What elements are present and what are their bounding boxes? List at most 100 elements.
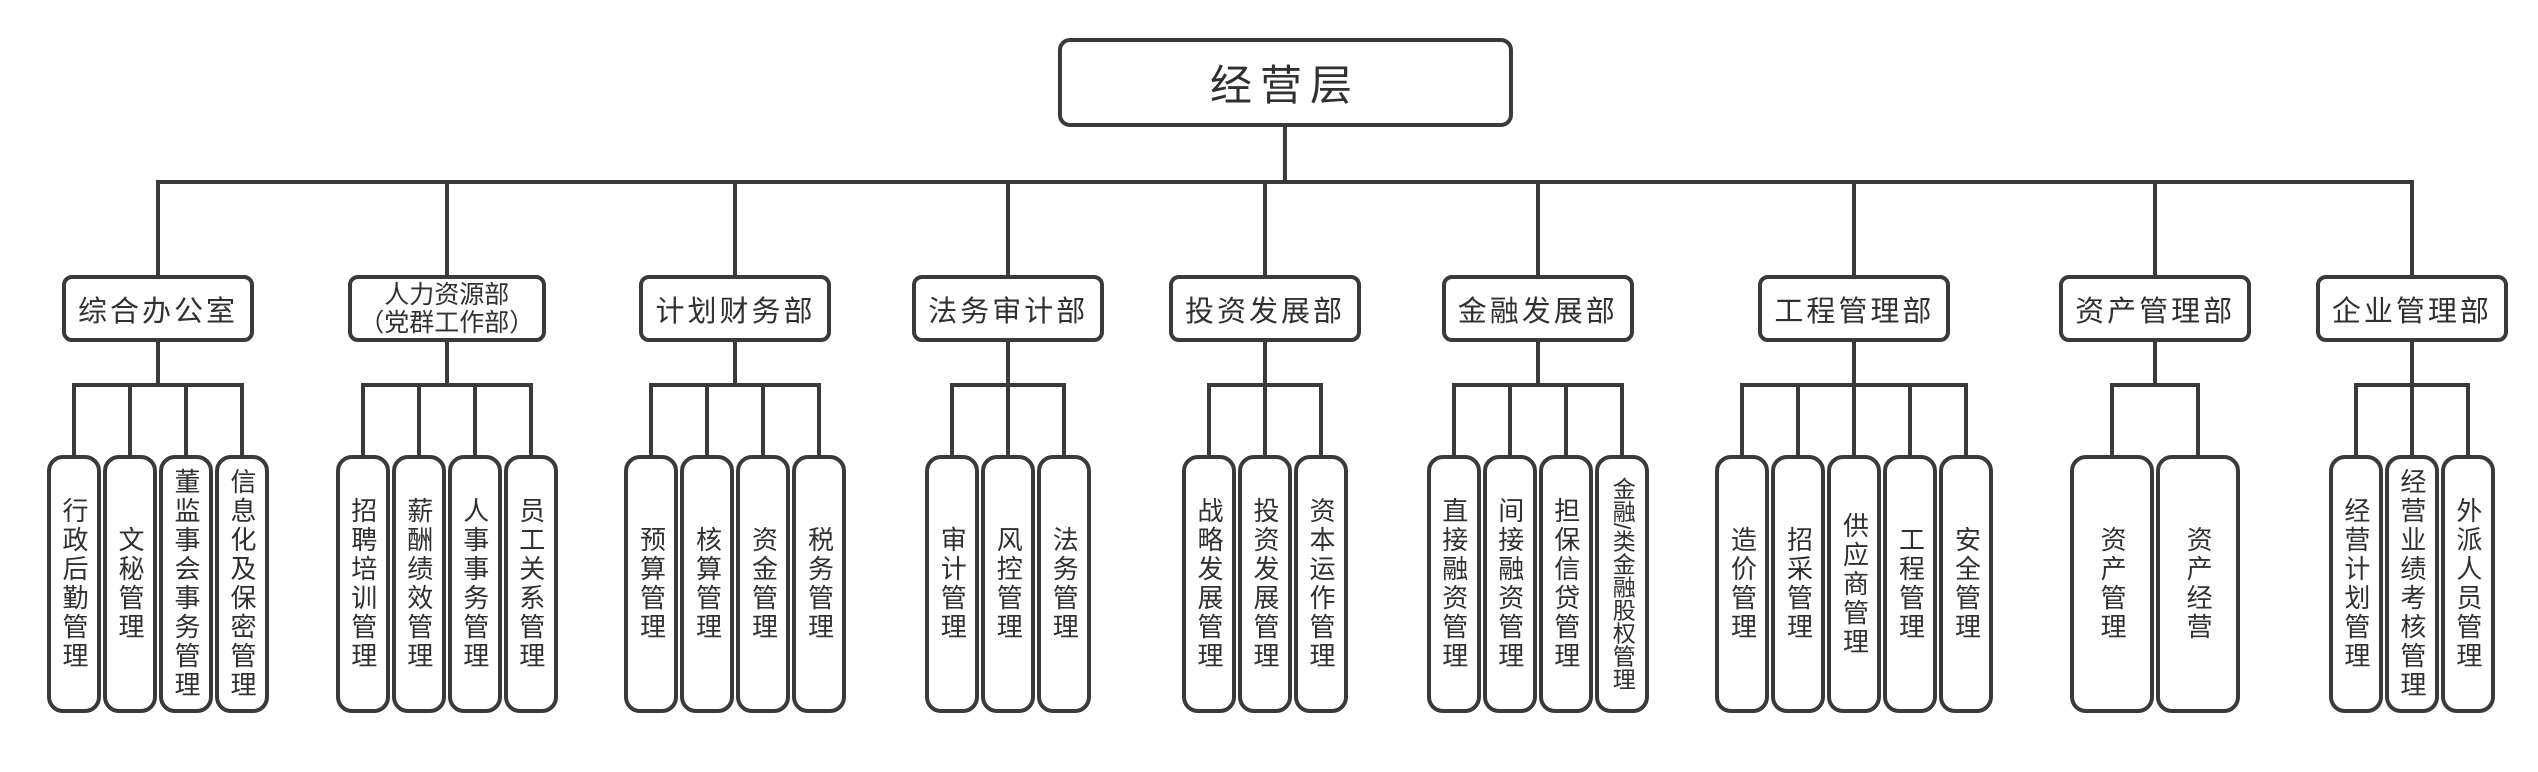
function-node-label: 供应商管理 (1839, 511, 1870, 657)
function-node: 担保信贷管理 (1538, 455, 1593, 713)
child-connector-wrap: 法务管理 (1036, 383, 1092, 713)
department-node-label: 计划财务部 (655, 295, 816, 328)
department-node: 企业管理部 (2315, 275, 2508, 342)
function-node: 资金管理 (736, 455, 791, 713)
function-node-label: 经营业绩考核管理 (2396, 468, 2427, 700)
department-node-label: 工程管理部 (1774, 295, 1935, 328)
department-drop-connector (156, 180, 160, 275)
function-node-label: 资产经营 (2183, 526, 2214, 642)
function-node-label: 招聘培训管理 (347, 497, 378, 671)
children-row: 战略发展管理投资发展管理资本运作管理 (1181, 383, 1349, 713)
function-node-label: 员工关系管理 (515, 497, 546, 671)
function-node-label: 信息化及保密管理 (227, 468, 257, 700)
child-connector-wrap: 文秘管理 (102, 383, 158, 713)
department-node-label: 资产管理部 (2075, 295, 2236, 328)
department-node: 法务审计部 (912, 275, 1105, 342)
child-connector-wrap: 人事事务管理 (446, 383, 503, 713)
function-node-label: 担保信贷管理 (1550, 497, 1581, 671)
child-connector-wrap: 造价管理 (1714, 383, 1771, 713)
child-connector-wrap: 薪酬绩效管理 (390, 383, 447, 713)
function-node: 审计管理 (925, 455, 980, 713)
org-group: 投资发展部战略发展管理投资发展管理资本运作管理 (1168, 180, 1361, 713)
function-node-label: 战略发展管理 (1193, 497, 1224, 671)
child-connector-wrap: 担保信贷管理 (1537, 383, 1594, 713)
function-node: 招聘培训管理 (335, 455, 390, 713)
function-node: 工程管理 (1883, 455, 1938, 713)
function-node-label: 安全管理 (1951, 526, 1982, 642)
department-stem-connector (1006, 342, 1011, 383)
function-node-label: 预算管理 (636, 526, 667, 642)
child-connector-wrap: 行政后勤管理 (46, 383, 102, 713)
function-node: 信息化及保密管理 (215, 455, 269, 713)
function-node: 间接融资管理 (1482, 455, 1537, 713)
function-node: 战略发展管理 (1181, 455, 1236, 713)
function-node-label: 投资发展管理 (1249, 497, 1280, 671)
root-node: 经营层 (1057, 38, 1513, 127)
child-connector-wrap: 安全管理 (1938, 383, 1994, 713)
function-node-label: 行政后勤管理 (59, 497, 89, 671)
function-node-label: 核算管理 (692, 526, 723, 642)
department-node: 投资发展部 (1168, 275, 1361, 342)
org-group: 企业管理部经营计划管理经营业绩考核管理外派人员管理 (2315, 180, 2508, 713)
function-node: 外派人员管理 (2440, 455, 2495, 713)
root-stem-connector (1282, 127, 1287, 180)
department-drop-connector (733, 180, 738, 275)
child-connector-wrap: 风控管理 (980, 383, 1037, 713)
function-node: 员工关系管理 (503, 455, 558, 713)
function-node-label: 外派人员管理 (2452, 497, 2483, 671)
function-node-label: 金融/类金融股权管理 (1609, 477, 1636, 691)
function-node: 供应商管理 (1827, 455, 1882, 713)
function-node: 风控管理 (981, 455, 1036, 713)
function-node-label: 经营计划管理 (2340, 497, 2371, 671)
child-connector-wrap: 董监事会事务管理 (158, 383, 214, 713)
function-node: 经营业绩考核管理 (2384, 455, 2439, 713)
function-node: 安全管理 (1939, 455, 1994, 713)
department-groups: 综合办公室行政后勤管理文秘管理董监事会事务管理信息化及保密管理人力资源部（党群工… (46, 180, 2508, 713)
child-connector-wrap: 供应商管理 (1826, 383, 1883, 713)
function-node: 投资发展管理 (1237, 455, 1292, 713)
child-connector-wrap: 战略发展管理 (1181, 383, 1237, 713)
department-node: 综合办公室 (61, 275, 254, 342)
org-group: 综合办公室行政后勤管理文秘管理董监事会事务管理信息化及保密管理 (46, 180, 270, 713)
children-row: 招聘培训管理薪酬绩效管理人事事务管理员工关系管理 (335, 383, 559, 713)
root-node-label: 经营层 (1209, 62, 1360, 109)
department-node: 计划财务部 (639, 275, 832, 342)
function-node-label: 直接融资管理 (1438, 497, 1469, 671)
child-connector-wrap: 审计管理 (924, 383, 981, 713)
department-drop-connector (1262, 180, 1267, 275)
function-node: 人事事务管理 (447, 455, 502, 713)
child-connector-wrap: 金融/类金融股权管理 (1593, 383, 1650, 713)
department-stem-connector (1535, 342, 1540, 383)
function-node-label: 薪酬绩效管理 (403, 497, 434, 671)
department-node: 资产管理部 (2059, 275, 2252, 342)
department-drop-connector (2409, 180, 2414, 275)
org-group: 工程管理部造价管理招采管理供应商管理工程管理安全管理 (1714, 180, 1994, 713)
function-node-label: 招采管理 (1783, 526, 1814, 642)
function-node: 法务管理 (1037, 455, 1092, 713)
child-connector-wrap: 招采管理 (1770, 383, 1827, 713)
child-connector-wrap: 资产管理 (2069, 383, 2156, 713)
department-node-label: 投资发展部 (1184, 295, 1345, 328)
child-connector-wrap: 信息化及保密管理 (214, 383, 270, 713)
department-stem-connector (1262, 342, 1267, 383)
function-node: 文秘管理 (103, 455, 157, 713)
function-node: 招采管理 (1771, 455, 1826, 713)
department-drop-connector (444, 180, 449, 275)
child-connector-wrap: 资金管理 (735, 383, 792, 713)
function-node: 直接融资管理 (1426, 455, 1481, 713)
function-node: 金融/类金融股权管理 (1594, 455, 1649, 713)
department-drop-connector (2153, 180, 2158, 275)
department-stem-connector (733, 342, 738, 383)
department-node-label: 综合办公室 (77, 295, 238, 328)
function-node: 资产经营 (2156, 455, 2241, 713)
function-node-label: 税务管理 (804, 526, 835, 642)
function-node-label: 文秘管理 (115, 526, 145, 642)
child-connector-wrap: 间接融资管理 (1481, 383, 1538, 713)
child-connector-wrap: 资本运作管理 (1292, 383, 1349, 713)
function-node-label: 审计管理 (937, 526, 968, 642)
function-node: 经营计划管理 (2328, 455, 2383, 713)
org-group: 金融发展部直接融资管理间接融资管理担保信贷管理金融/类金融股权管理 (1426, 180, 1650, 713)
function-node: 董监事会事务管理 (159, 455, 213, 713)
function-node-label: 法务管理 (1049, 526, 1080, 642)
